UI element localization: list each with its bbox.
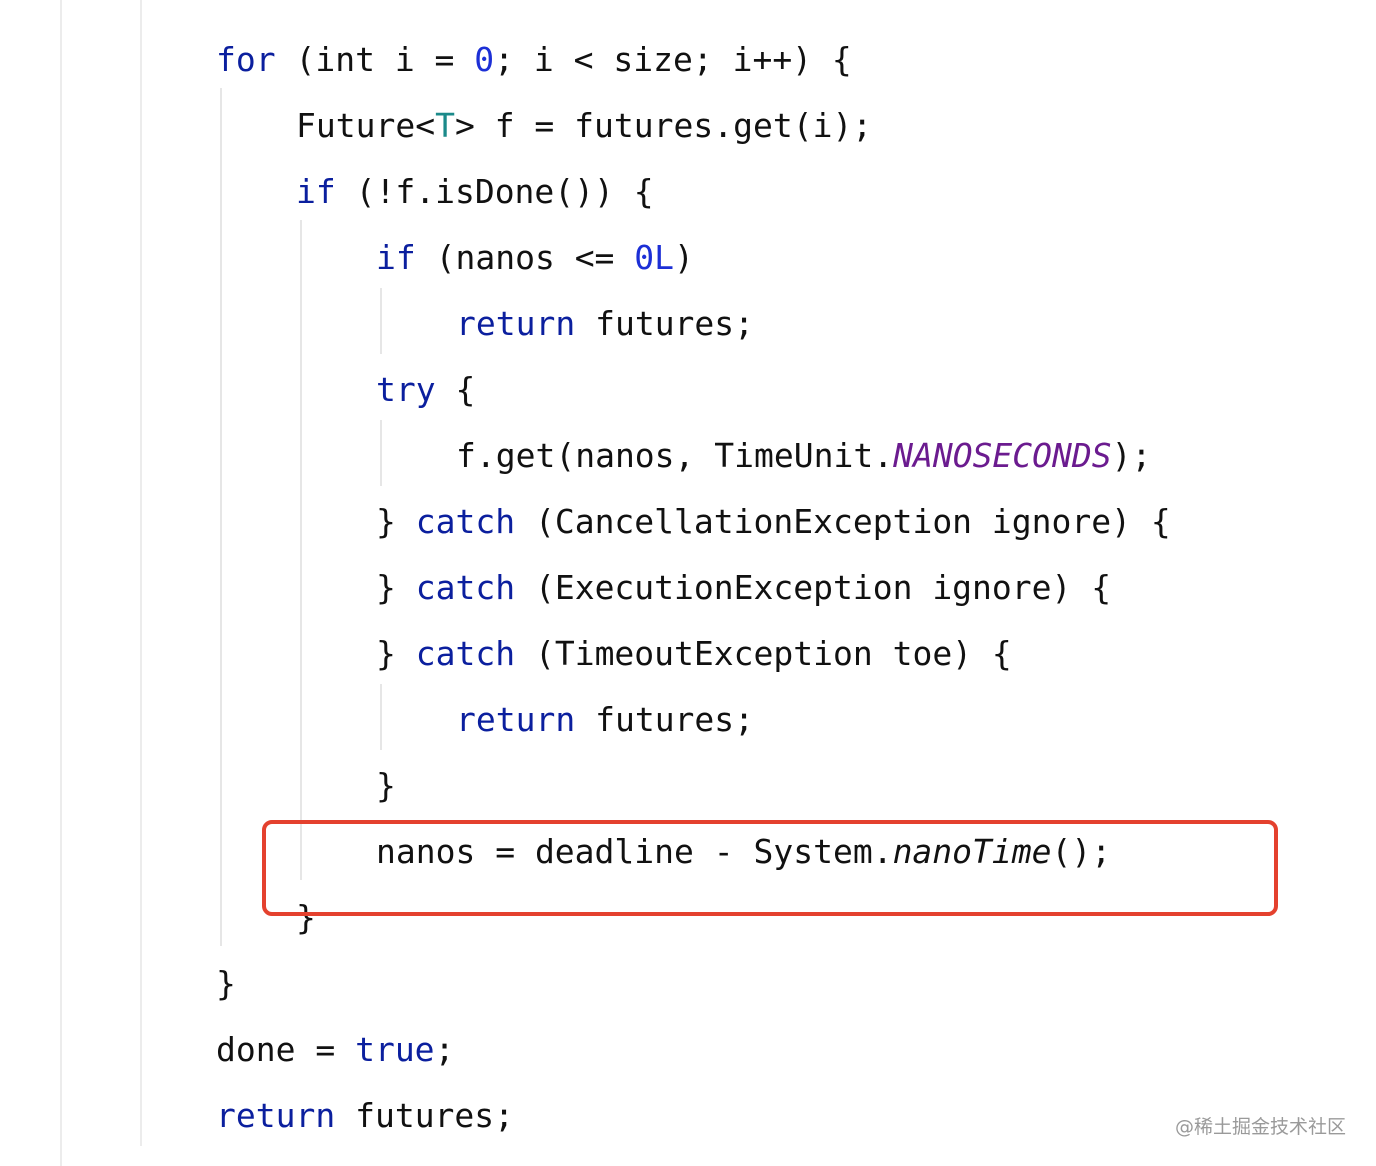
code-token: 0L — [634, 238, 675, 277]
code-token: nanoTime — [892, 832, 1052, 871]
code-token: NANOSECONDS — [893, 436, 1112, 475]
code-line: for (int i = 0; i < size; i++) { — [216, 38, 852, 82]
code-line: return futures; — [456, 698, 754, 742]
code-token: if — [296, 172, 336, 211]
code-token: (ExecutionException ignore) { — [515, 568, 1112, 607]
code-line: if (nanos <= 0L) — [376, 236, 694, 280]
code-line: } — [376, 764, 396, 808]
code-line: nanos = deadline - System.nanoTime(); — [376, 830, 1111, 874]
code-token: true — [355, 1030, 435, 1069]
code-line: Future<T> f = futures.get(i); — [296, 104, 872, 148]
gutter-divider — [60, 0, 62, 1166]
code-token: catch — [415, 634, 516, 673]
code-token: (); — [1051, 832, 1112, 871]
code-token: (nanos <= — [415, 238, 635, 277]
code-line: } catch (TimeoutException toe) { — [376, 632, 1012, 676]
code-token: catch — [415, 502, 516, 541]
code-token: futures; — [335, 1096, 515, 1135]
code-line: return futures; — [216, 1094, 514, 1138]
code-token: ; — [434, 1030, 455, 1069]
code-line: done = true; — [216, 1028, 454, 1072]
code-token: Future< — [296, 106, 436, 145]
code-token: nanos = deadline - System. — [376, 832, 893, 871]
code-line: try { — [376, 368, 475, 412]
code-token: for — [216, 40, 276, 79]
code-token: (!f.isDone()) { — [335, 172, 654, 211]
code-line: if (!f.isDone()) { — [296, 170, 654, 214]
code-token: (int i = — [275, 40, 475, 79]
indent-guide — [380, 684, 382, 750]
code-token: T — [435, 106, 455, 145]
code-token: try — [376, 370, 436, 409]
indent-guide — [380, 420, 382, 486]
code-token: if — [376, 238, 416, 277]
code-token: done = — [216, 1030, 356, 1069]
code-line: } catch (CancellationException ignore) { — [376, 500, 1171, 544]
code-token: } — [296, 898, 316, 937]
code-token: (CancellationException ignore) { — [515, 502, 1171, 541]
code-line: } — [296, 896, 316, 940]
code-token: } — [376, 568, 416, 607]
code-line: return futures; — [456, 302, 754, 346]
code-token: } — [376, 634, 416, 673]
code-token: { — [435, 370, 476, 409]
indent-guide — [300, 220, 302, 880]
code-token: } — [376, 502, 416, 541]
code-token: } — [216, 964, 236, 1003]
gutter-divider — [140, 0, 142, 1146]
code-token: return — [216, 1096, 336, 1135]
code-token: 0 — [474, 40, 495, 79]
code-token: catch — [415, 568, 516, 607]
code-token: return — [456, 700, 576, 739]
code-token: > f = futures.get(i); — [454, 106, 873, 145]
watermark: @稀土掘金技术社区 — [1174, 1116, 1346, 1138]
code-token: ; i < size; i++) { — [494, 40, 852, 79]
code-line: f.get(nanos, TimeUnit.NANOSECONDS); — [456, 434, 1151, 478]
code-token: ) — [674, 238, 694, 277]
code-token: return — [456, 304, 576, 343]
code-token: f.get(nanos, TimeUnit. — [456, 436, 894, 475]
code-token: } — [376, 766, 396, 805]
code-token: futures; — [575, 304, 755, 343]
code-token: ); — [1111, 436, 1152, 475]
indent-guide — [380, 288, 382, 354]
code-token: futures; — [575, 700, 755, 739]
indent-guide — [220, 88, 222, 946]
code-line: } — [216, 962, 236, 1006]
highlight-box — [262, 820, 1278, 916]
code-token: (TimeoutException toe) { — [515, 634, 1012, 673]
code-line: } catch (ExecutionException ignore) { — [376, 566, 1111, 610]
